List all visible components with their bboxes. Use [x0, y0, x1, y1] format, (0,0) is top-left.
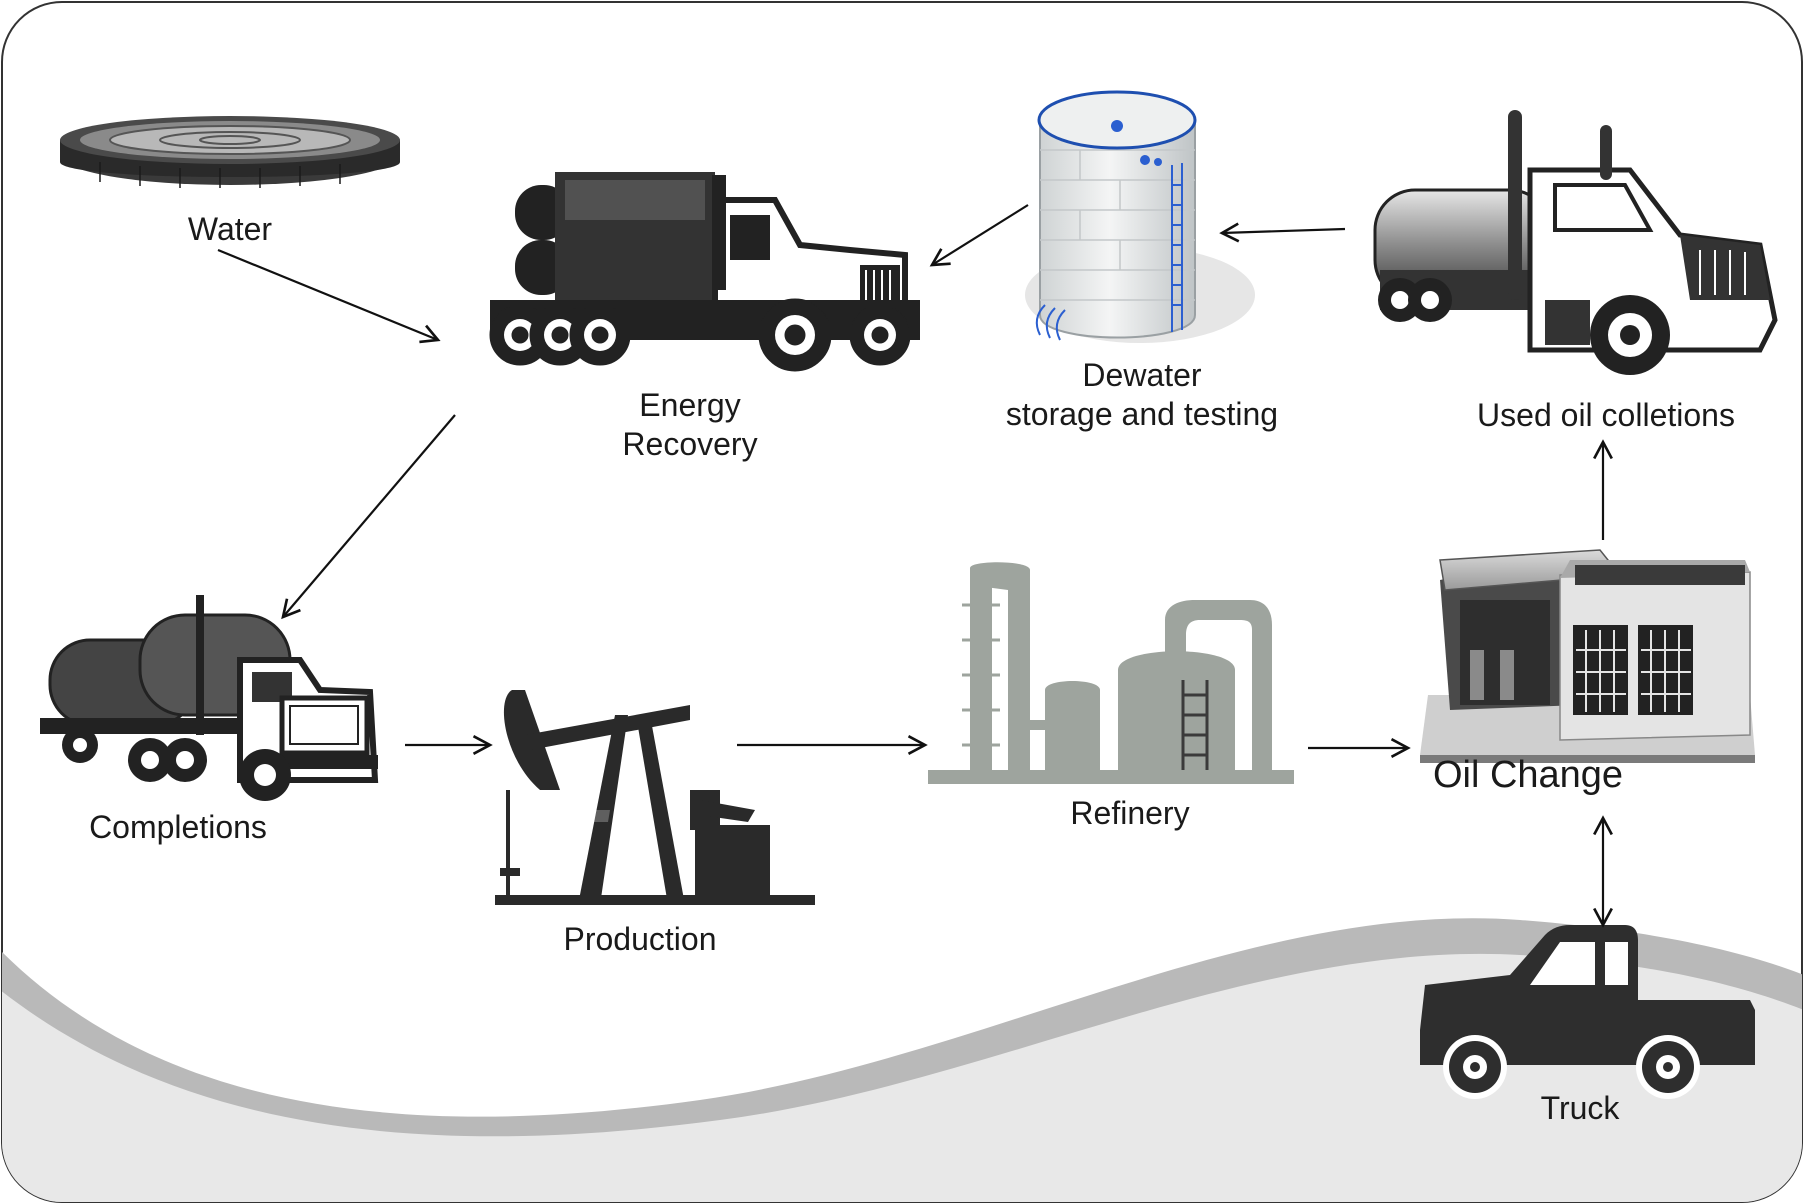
label-truck: Truck [1540, 1090, 1620, 1126]
completions-truck-icon [40, 595, 379, 801]
label-dewater: Dewater storage and testing [982, 356, 1302, 434]
arrow-usedoil-to-dewater [1219, 222, 1346, 243]
label-dewater-line2: storage and testing [1005, 396, 1279, 432]
label-used-oil: Used oil colletions [1477, 397, 1735, 433]
refinery-icon [928, 562, 1294, 784]
pump-jack-icon [495, 690, 815, 905]
label-refinery: Refinery [1070, 795, 1190, 831]
arrow-water-to-energy [217, 248, 441, 344]
garage-icon [1420, 549, 1755, 763]
label-production: Production [563, 921, 717, 957]
storage-tank-icon [1025, 90, 1255, 343]
background-wave [2, 918, 1802, 1202]
label-energy-recovery-line1: Energy [639, 387, 741, 423]
arrow-dewater-to-energy [929, 204, 1029, 267]
label-energy-recovery-line2: Recovery [622, 426, 758, 462]
pickup-truck-icon [1420, 925, 1755, 1099]
water-pond-icon [60, 116, 400, 188]
tanker-truck-icon [1373, 110, 1778, 375]
label-dewater-line1: Dewater [1082, 357, 1202, 393]
label-water: Water [187, 211, 273, 247]
arrow-energy-to-completions [281, 414, 456, 620]
label-oil-change: Oil Change [1432, 754, 1624, 796]
label-energy-recovery: Energy Recovery [580, 386, 800, 464]
label-completions: Completions [89, 809, 267, 845]
energy-recovery-truck-icon [489, 172, 920, 372]
